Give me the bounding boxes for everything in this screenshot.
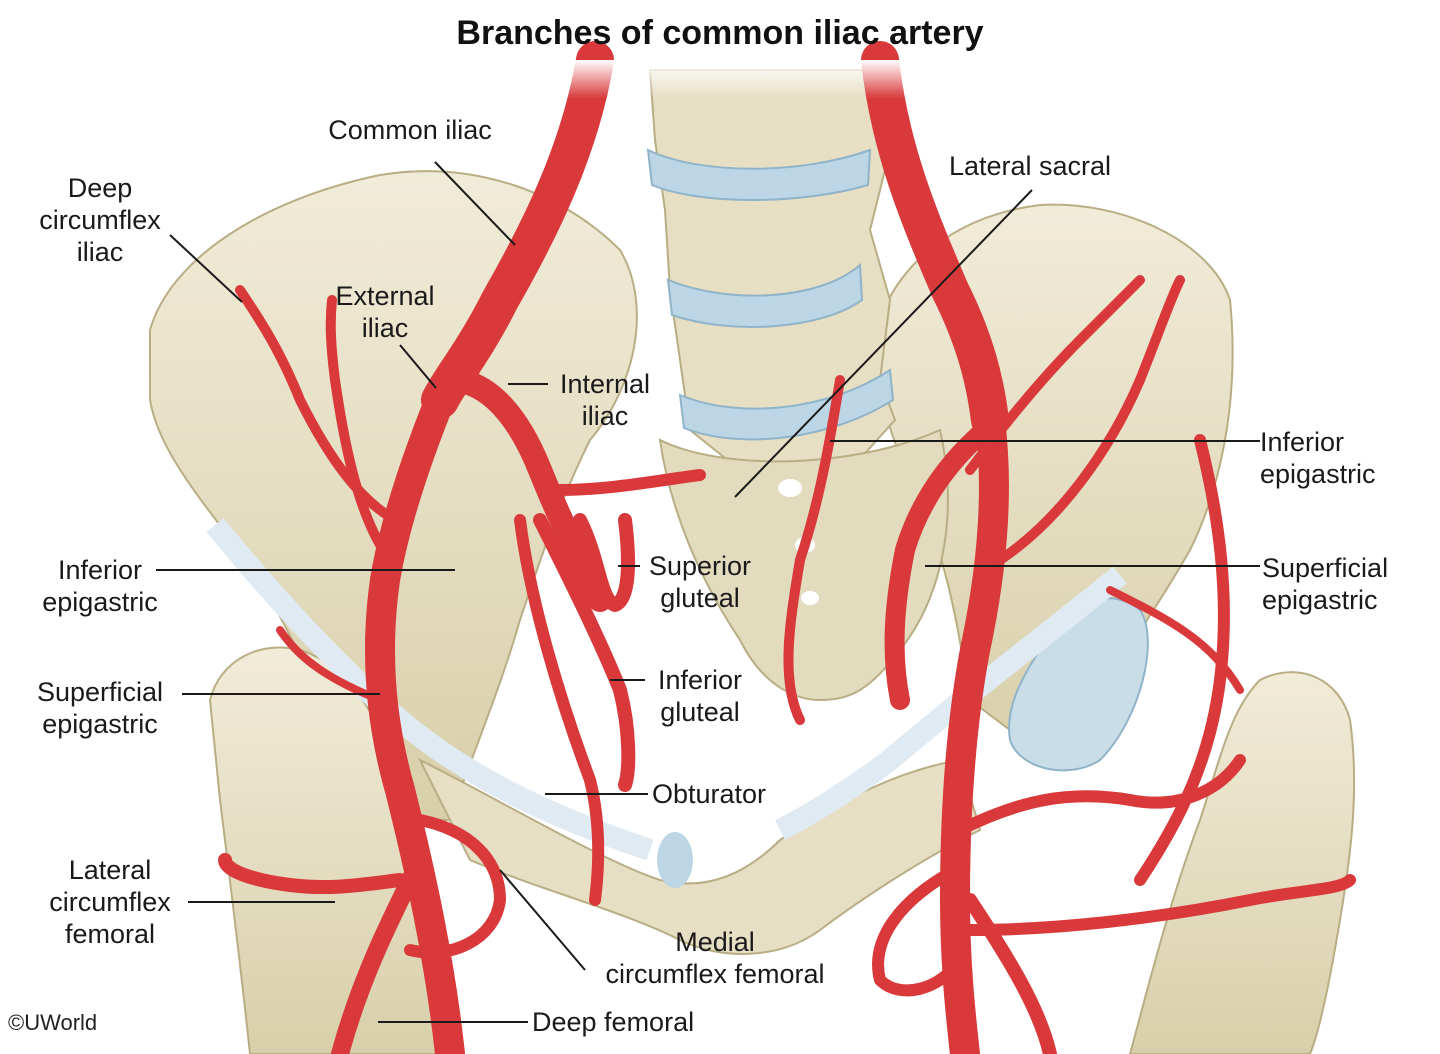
label-lateral-circumflex-femoral: Lateral circumflex femoral xyxy=(49,855,171,949)
label-common-iliac: Common iliac xyxy=(328,115,492,145)
leader-lateral-sacral xyxy=(734,189,1033,498)
inguinal-ligament-right xyxy=(775,566,1127,840)
right-lateral-sacral xyxy=(783,375,845,725)
right-profunda-branch xyxy=(963,893,1057,1054)
leader-external-iliac xyxy=(399,344,437,389)
left-inferior-epigastric xyxy=(325,295,395,565)
right-internal-iliac-artery xyxy=(884,420,995,710)
left-deep-circumflex-iliac xyxy=(235,285,400,525)
right-deep-circumflex-iliac xyxy=(995,275,1185,565)
disc xyxy=(666,262,864,328)
leader-deep-circumflex-iliac xyxy=(169,234,243,303)
lateral-sacral-branch-left xyxy=(554,469,706,496)
leader-common-iliac xyxy=(434,161,516,246)
label-external-iliac: External iliac xyxy=(335,281,435,343)
right-femoral-lateral-branch xyxy=(1134,434,1230,886)
disc xyxy=(678,368,895,441)
label-deep-femoral: Deep femoral xyxy=(532,1007,695,1037)
leader-lines xyxy=(156,161,1260,1023)
left-internal-iliac-artery xyxy=(438,368,612,612)
superior-gluteal-loop xyxy=(573,513,635,612)
obturator-branch xyxy=(514,514,605,906)
label-inferior-epigastric-right: Inferior epigastric xyxy=(1260,427,1376,489)
diagram-title: Branches of common iliac artery xyxy=(456,14,984,52)
label-medial-circumflex-femoral: Medial circumflex femoral xyxy=(605,927,825,989)
label-obturator: Obturator xyxy=(652,779,767,809)
right-inferior-epigastric xyxy=(965,275,1145,475)
label-superficial-epigastric-right: Superficial epigastric xyxy=(1262,553,1389,615)
label-inferior-gluteal: Inferior gluteal xyxy=(657,665,743,727)
copyright-notice: ©UWorld xyxy=(8,1010,98,1035)
right-femur xyxy=(1128,671,1356,1054)
right-superficial-epigastric xyxy=(1106,586,1244,694)
label-lateral-sacral: Lateral sacral xyxy=(948,151,1112,181)
aorta-fade xyxy=(540,60,920,170)
label-inferior-epigastric-left: Inferior epigastric xyxy=(42,555,158,617)
left-medial-circumflex-femoral xyxy=(404,814,506,959)
sacral-foramen xyxy=(801,591,819,605)
label-internal-iliac: Internal iliac xyxy=(559,369,651,431)
pubic-symphysis xyxy=(657,832,693,888)
left-external-iliac-artery xyxy=(365,385,465,1054)
leader-medial-circumflex-femoral xyxy=(499,869,586,971)
right-medial-circumflex-femoral xyxy=(872,864,966,997)
left-lateral-circumflex-femoral xyxy=(218,853,407,895)
sacral-foramen xyxy=(778,479,802,497)
right-circumflex-femoral xyxy=(954,754,1246,836)
left-deep-femoral-artery xyxy=(331,851,429,1054)
label-superior-gluteal: Superior gluteal xyxy=(648,551,752,613)
right-lateral-circumflex-femoral xyxy=(964,874,1356,936)
label-superficial-epigastric-left: Superficial epigastric xyxy=(36,677,164,739)
label-deep-circumflex-iliac: Deep circumflex iliac xyxy=(39,173,161,267)
arteries xyxy=(218,41,1356,1054)
